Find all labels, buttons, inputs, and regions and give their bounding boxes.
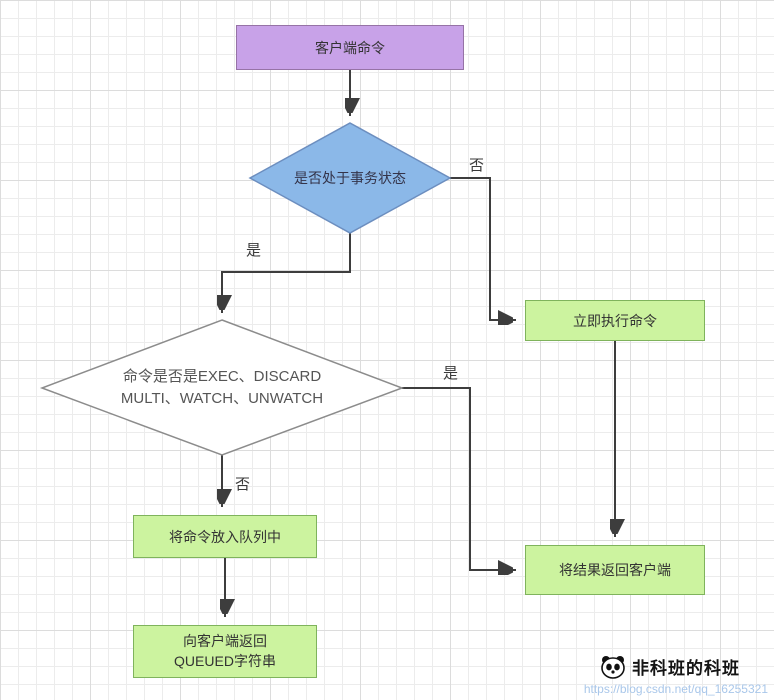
watermark-brand: 非科班的科班: [632, 659, 740, 678]
node-return-result: 将结果返回客户端: [525, 545, 705, 595]
node-return-queued-line1: 向客户端返回: [183, 632, 267, 649]
watermark-url: https://blog.csdn.net/qq_16255321: [583, 682, 768, 696]
node-enqueue-command-label: 将命令放入队列中: [169, 528, 281, 545]
panda-logo-icon: [601, 655, 625, 679]
edge-label-command-yes: 是: [443, 365, 459, 382]
edge-command-yes-to-return-result: [402, 387, 516, 570]
edge-label-command-no: 否: [235, 476, 251, 493]
node-execute-immediately: 立即执行命令: [525, 300, 705, 341]
node-return-queued-line2: QUEUED字符串: [174, 652, 276, 669]
edge-transaction-yes-to-command-check: [222, 233, 351, 313]
node-execute-immediately-label: 立即执行命令: [573, 312, 657, 329]
watermark: 非科班的科班: [600, 654, 740, 679]
node-client-command: 客户端命令: [236, 25, 464, 70]
node-return-result-label: 将结果返回客户端: [559, 562, 671, 578]
node-client-command-label: 客户端命令: [315, 39, 385, 56]
node-return-queued: 向客户端返回 QUEUED字符串: [133, 625, 317, 678]
decision-command-check: [39, 319, 405, 456]
node-enqueue-command: 将命令放入队列中: [133, 515, 317, 558]
decision-transaction-check: [248, 122, 452, 234]
edge-transaction-no-to-execute: [450, 177, 516, 320]
edge-label-transaction-yes: 是: [246, 242, 262, 259]
edge-label-transaction-no: 否: [469, 157, 485, 174]
